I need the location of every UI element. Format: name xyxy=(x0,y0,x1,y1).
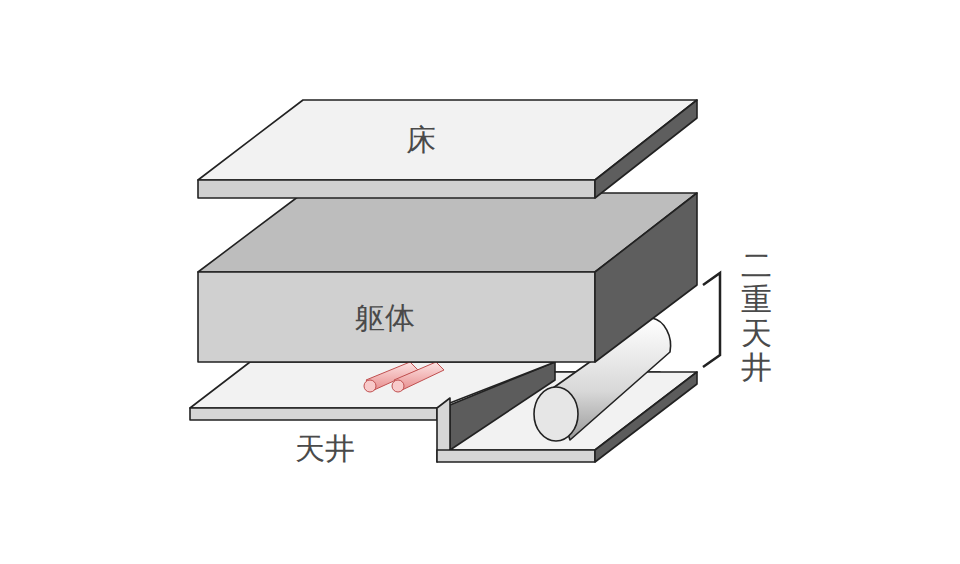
ceiling-front xyxy=(190,408,437,420)
node-text: 床 xyxy=(406,120,436,161)
floor-slab: 床 xyxy=(400,118,442,163)
lowered-ceiling-front xyxy=(437,450,595,462)
floor-side xyxy=(595,100,697,198)
bracket xyxy=(703,273,720,367)
ceiling-top xyxy=(190,362,555,408)
structure-slab: 躯体 xyxy=(349,296,421,341)
pipe-small-end xyxy=(364,380,376,392)
ceiling-label: 天井 xyxy=(295,429,355,470)
slab-front xyxy=(198,272,595,362)
slab-side xyxy=(595,193,697,362)
node-text: 躯体 xyxy=(355,298,415,339)
pipe-small-end xyxy=(392,380,404,392)
floor-front xyxy=(198,180,595,198)
double-ceiling-label: 二重天井 xyxy=(741,248,772,384)
duct-pipe-end xyxy=(534,387,578,441)
